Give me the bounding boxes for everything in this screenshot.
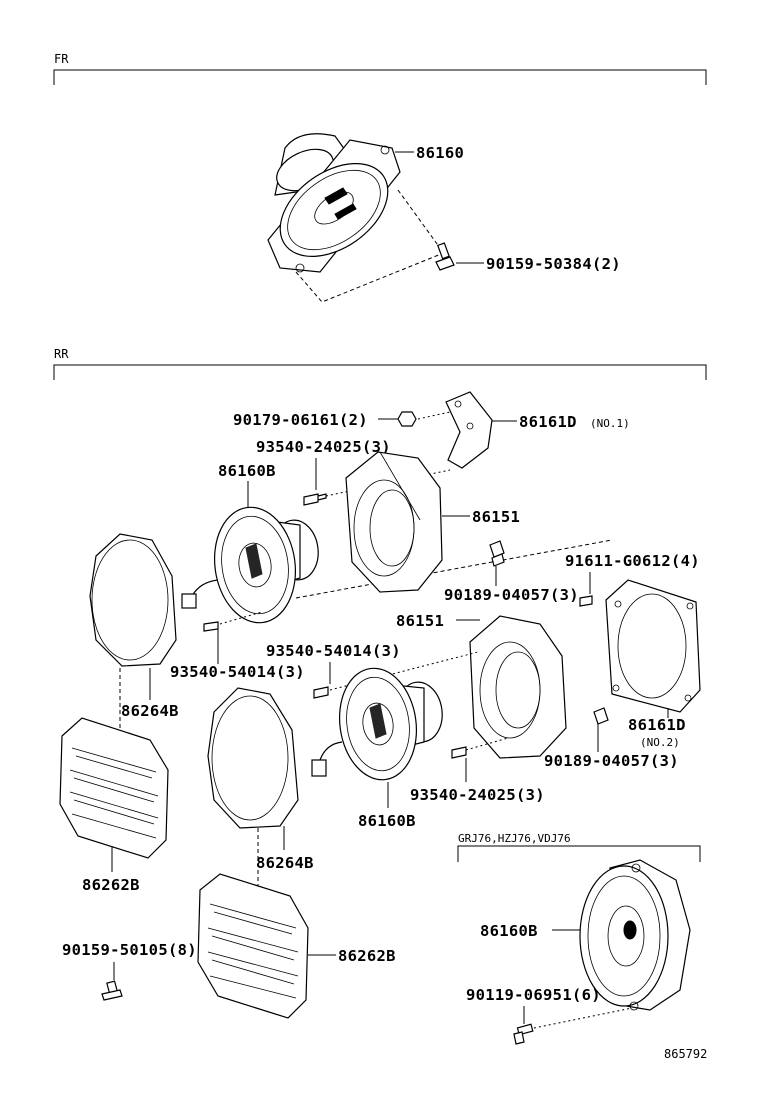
fr-screw-icon (435, 242, 455, 271)
fr-section-bracket (53, 69, 707, 85)
part-label-93540-54014-lower: 93540-54014(3) (266, 642, 401, 660)
part-label-86161D-no2: 86161D (628, 716, 686, 734)
rr-section: RR 90179-06161(2) 86161D (NO.1) 93540-24… (53, 347, 707, 1061)
part-label-90189-04057-lower: 90189-04057(3) (544, 752, 679, 770)
nut-icon (397, 411, 417, 427)
grille-screw-icon (101, 980, 123, 1001)
screw-icon-24025-lower (451, 746, 467, 759)
cover-right-illustration (207, 687, 299, 829)
screw-icon-54014-lower (313, 686, 329, 699)
front-speaker-illustration (267, 133, 401, 273)
grj-screw-icon (513, 1023, 534, 1045)
spacer-upper-illustration (345, 451, 443, 593)
part-label-93540-54014-upper: 93540-54014(3) (170, 663, 305, 681)
part-label-86160B-lower: 86160B (358, 812, 416, 830)
grille-right-illustration (197, 873, 309, 1019)
part-label-86264B-left: 86264B (121, 702, 179, 720)
screw-icon-54014-upper (203, 621, 219, 632)
part-label-90189-04057-upper: 90189-04057(3) (444, 586, 579, 604)
part-label-86160B-upper: 86160B (218, 462, 276, 480)
screw-icon-upper (303, 493, 327, 506)
rear-speaker-lower-illustration (311, 667, 443, 781)
fr-section: FR 86160 90159-50384(2) (53, 52, 707, 303)
spacer-lower-illustration (469, 615, 567, 759)
rr-section-bracket (53, 364, 707, 380)
part-label-no2: (NO.2) (640, 736, 680, 749)
grj-subsection: GRJ76,HZJ76,VDJ76 86160B 90119-06951(6) (457, 832, 701, 1045)
clip-icon-upper (489, 540, 505, 567)
part-label-86160B-grj: 86160B (480, 922, 538, 940)
grille-left-illustration (59, 717, 169, 859)
part-label-93540-24025-upper: 93540-24025(3) (256, 438, 391, 456)
clip-91611-icon (579, 595, 593, 607)
part-label-90119-06951: 90119-06951(6) (466, 986, 601, 1004)
fr-section-label: FR (54, 52, 69, 66)
part-label-90159-50105: 90159-50105(8) (62, 941, 197, 959)
part-label-86151-lower: 86151 (396, 612, 444, 630)
part-label-86160: 86160 (416, 144, 464, 162)
grj-subsection-bracket (457, 845, 701, 862)
part-label-91611-G0612: 91611-G0612(4) (565, 552, 700, 570)
speaker-grj-illustration (579, 859, 691, 1011)
part-label-90159-50384: 90159-50384(2) (486, 255, 621, 273)
part-label-86262B-right: 86262B (338, 947, 396, 965)
reference-number: 865792 (664, 1047, 707, 1061)
part-label-86151-upper: 86151 (472, 508, 520, 526)
part-label-86161D-no1: 86161D (519, 413, 577, 431)
part-label-86262B-left: 86262B (82, 876, 140, 894)
bracket-no1-illustration (445, 391, 493, 469)
part-label-93540-24025-lower: 93540-24025(3) (410, 786, 545, 804)
bracket-no2-illustration (605, 579, 701, 713)
part-label-no1: (NO.1) (590, 417, 630, 430)
rr-section-label: RR (54, 347, 69, 361)
cover-left-illustration (89, 533, 177, 667)
part-label-90179-06161: 90179-06161(2) (233, 411, 368, 429)
clip-icon-lower (593, 707, 609, 725)
grj-subsection-label: GRJ76,HZJ76,VDJ76 (458, 832, 571, 845)
rear-speaker-upper-illustration (181, 506, 319, 624)
part-label-86264B-right: 86264B (256, 854, 314, 872)
